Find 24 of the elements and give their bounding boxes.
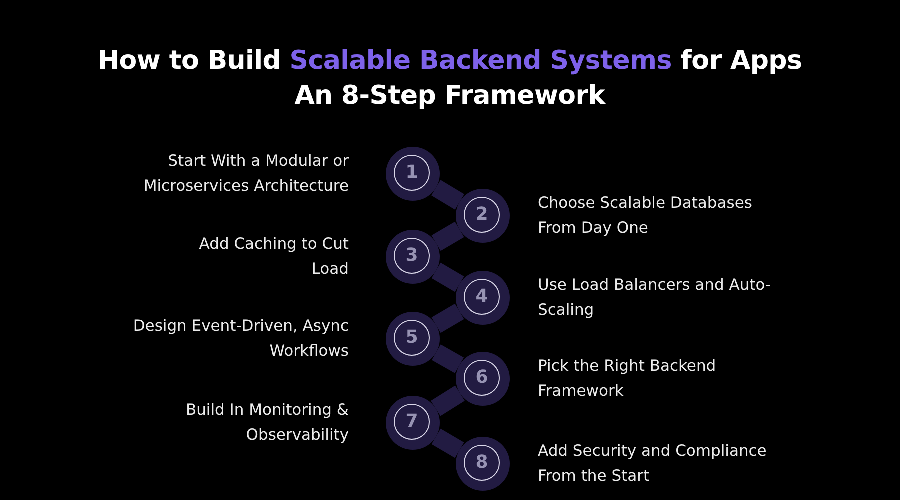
step-number: 4	[464, 279, 500, 315]
connector	[432, 344, 464, 374]
step-description: Design Event-Driven, Async Workflows	[132, 316, 349, 362]
title: How to Build Scalable Backend Systems for Apps An 8-Step Framework	[96, 45, 804, 113]
step-description: Pick the Right Backend Framework	[538, 356, 718, 402]
step-description: Add Caching to Cut Load	[198, 234, 349, 280]
step-number: 6	[464, 360, 500, 396]
step-description: Start With a Modular or Microservices Architecture	[142, 151, 349, 197]
connector	[432, 428, 464, 458]
step-description: Use Load Balancers and Auto-Scaling	[538, 275, 772, 321]
connector	[432, 262, 464, 292]
step-number: 3	[394, 238, 430, 274]
step-number: 2	[464, 197, 500, 233]
connector	[432, 304, 464, 334]
step-number: 7	[394, 404, 430, 440]
step-description: Build In Monitoring & Observability	[184, 400, 349, 446]
connector	[432, 222, 464, 252]
step-number: 5	[394, 320, 430, 356]
step-description: Add Security and Compliance From the Start	[538, 441, 768, 487]
step-number: 8	[464, 445, 500, 481]
step-description: Choose Scalable Databases From Day One	[538, 193, 754, 239]
step-number: 1	[394, 155, 430, 191]
connector	[431, 386, 465, 416]
connector	[432, 180, 464, 210]
